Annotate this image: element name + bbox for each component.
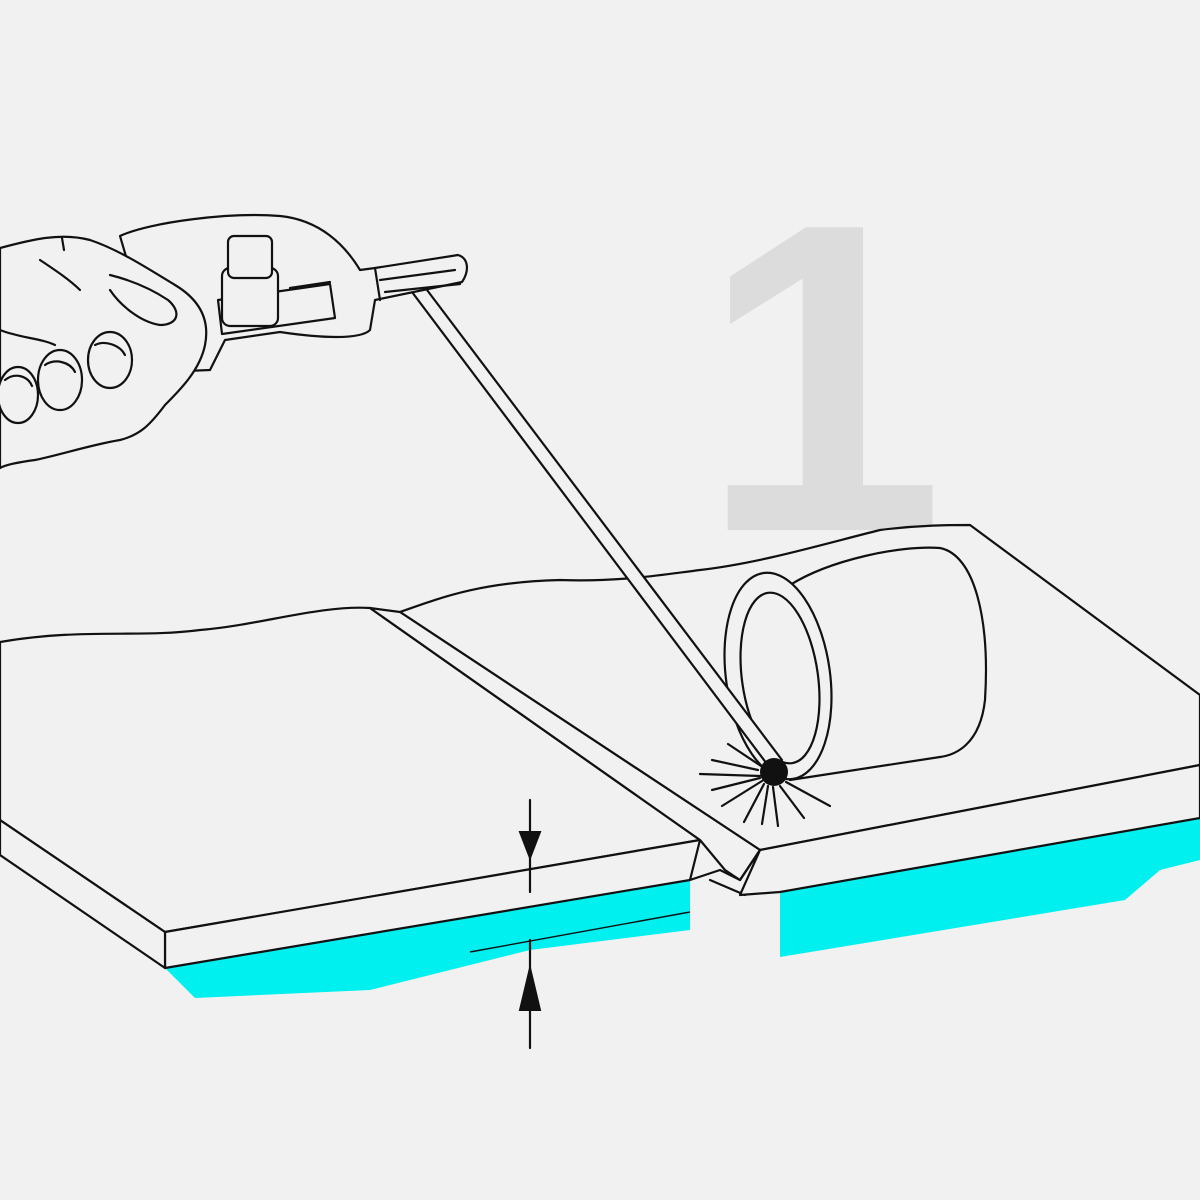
arc-spark-icon [698, 742, 832, 828]
left-plate-cross-section [165, 878, 691, 998]
right-plate-front-edge [738, 763, 1200, 897]
left-plate [0, 606, 702, 934]
pipe-icon [723, 546, 988, 782]
thickness-arrows-icon [518, 798, 542, 1050]
right-plate-cross-section [780, 818, 1200, 957]
hand-icon [0, 235, 208, 470]
left-plate-side-edge [0, 818, 167, 970]
left-cross-section-highlight [165, 878, 690, 998]
